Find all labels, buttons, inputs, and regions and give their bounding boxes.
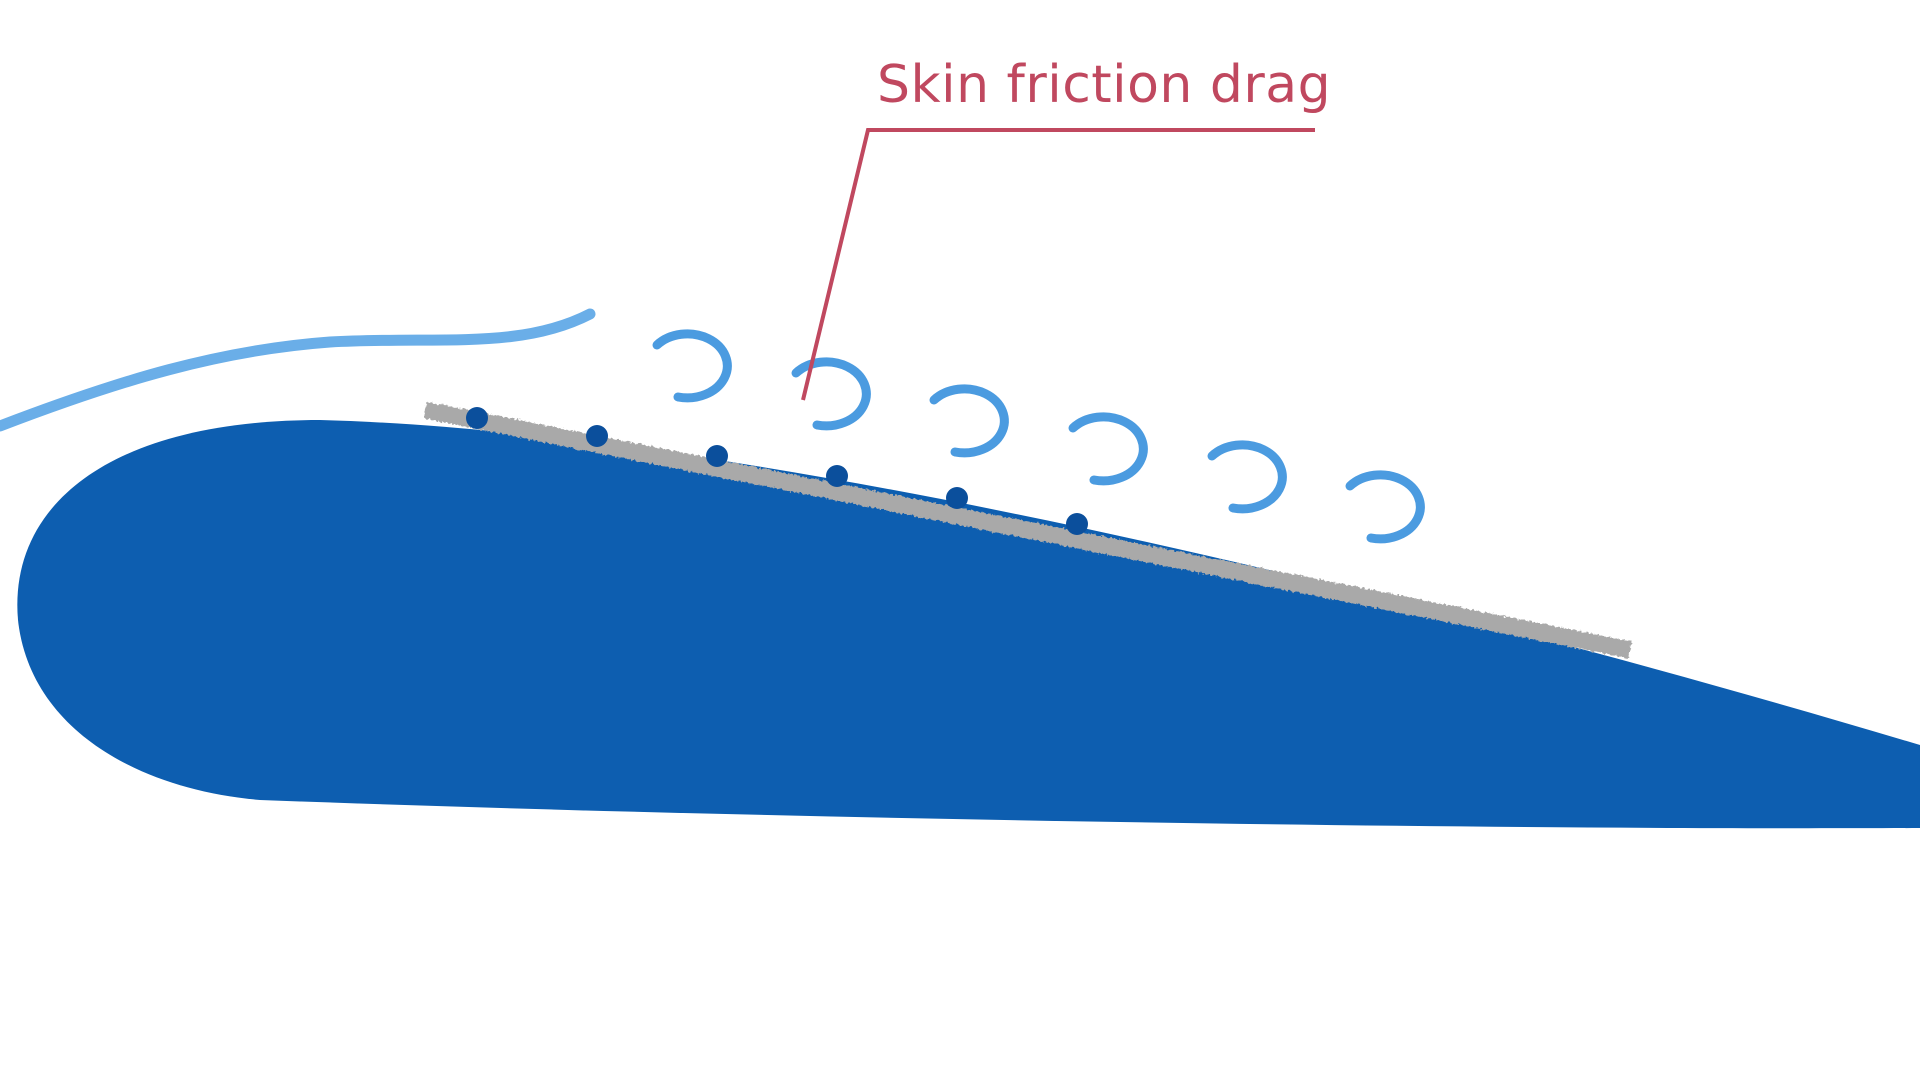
roughness-dot (706, 445, 728, 467)
eddy-swirl (1068, 412, 1148, 486)
surface-roughness-dots (466, 407, 1088, 535)
roughness-dot (826, 465, 848, 487)
airflow-streamline (0, 308, 596, 432)
roughness-dot (586, 425, 608, 447)
roughness-dot (466, 407, 488, 429)
eddy-swirl (1207, 440, 1287, 514)
eddy-swirl (929, 384, 1009, 458)
eddies (652, 329, 1425, 544)
eddy-swirl (791, 357, 871, 431)
eddy-swirl (652, 329, 732, 403)
roughness-dot (1066, 513, 1088, 535)
airfoil (17, 420, 1920, 829)
friction-layer (423, 401, 1632, 659)
annotation-leader-line (801, 128, 1315, 401)
eddy-swirl (1345, 470, 1425, 544)
annotation-label: Skin friction drag (877, 55, 1331, 115)
roughness-dot (946, 487, 968, 509)
